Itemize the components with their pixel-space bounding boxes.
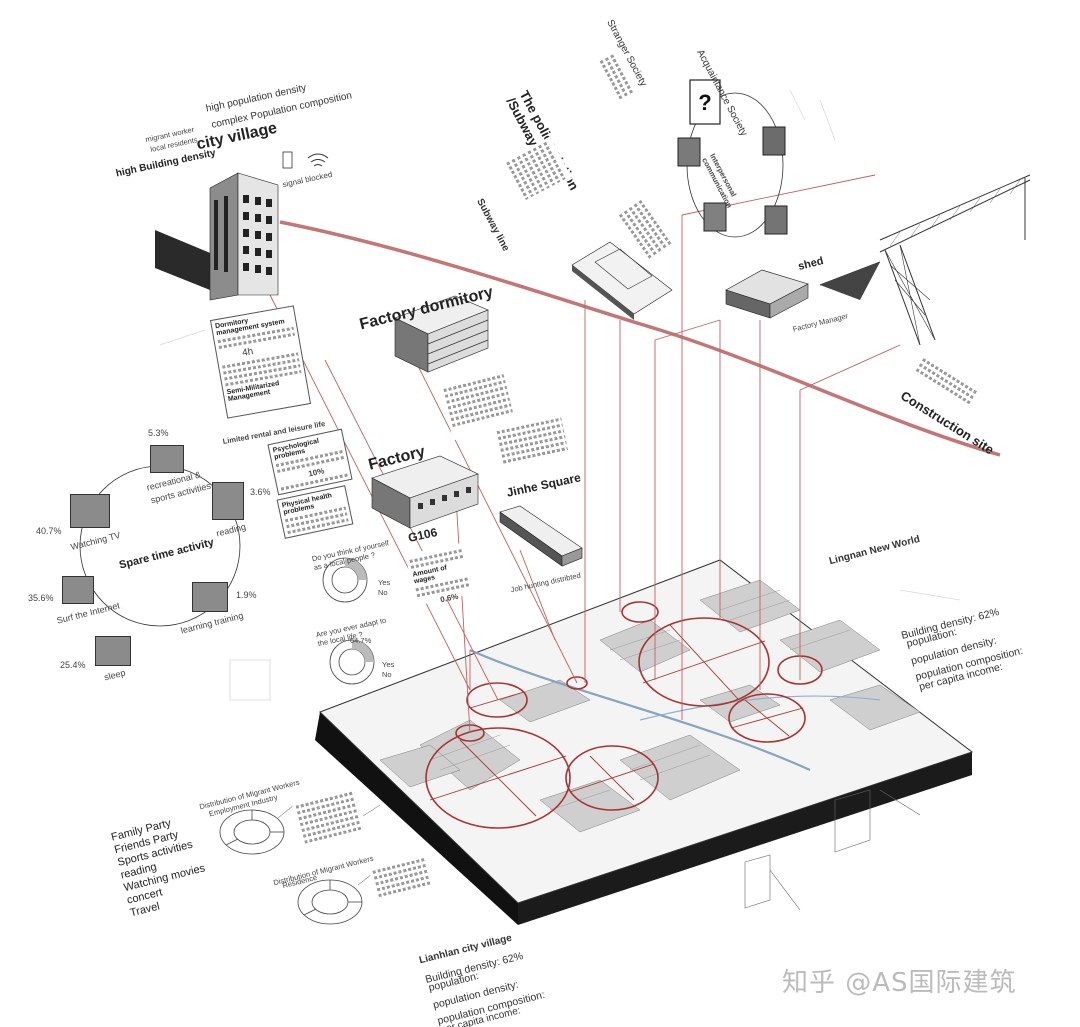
portrait-photo-2 bbox=[762, 126, 786, 156]
spare-pct-sleep: 25.4% bbox=[60, 660, 86, 670]
activity-photo-internet bbox=[62, 576, 94, 604]
dormitory-management-box: Dormitory management system 4h Semi-Mili… bbox=[209, 305, 312, 419]
portrait-photo-4 bbox=[764, 205, 788, 235]
jinhe-square-building bbox=[499, 505, 583, 567]
spare-pct-internet: 35.6% bbox=[28, 593, 54, 603]
building-blocks bbox=[379, 579, 921, 833]
road-main bbox=[469, 648, 811, 772]
watermark: 知乎 @AS国际建筑 bbox=[782, 968, 1017, 998]
factory-building bbox=[371, 455, 479, 529]
spare-pct-sports: 5.3% bbox=[148, 428, 169, 438]
question-mark-icon: ? bbox=[698, 90, 711, 115]
terrain-top bbox=[319, 559, 974, 904]
tower-crane bbox=[819, 174, 1031, 346]
activity-photo-reading bbox=[212, 482, 244, 520]
spare-pct-learning: 1.9% bbox=[236, 590, 257, 600]
activity-photo-sports bbox=[150, 445, 184, 473]
portrait-photo-1 bbox=[677, 137, 701, 167]
spare-pct-reading: 3.6% bbox=[250, 487, 271, 497]
side-frames bbox=[744, 789, 921, 911]
survey2-percent: 64.7% bbox=[350, 636, 372, 645]
spare-pct-tv: 40.7% bbox=[36, 526, 62, 536]
police-station-building bbox=[571, 241, 673, 320]
activity-photo-tv bbox=[70, 494, 110, 528]
river bbox=[639, 695, 881, 721]
survey-donut-1 bbox=[322, 557, 368, 603]
activity-photo-learning bbox=[192, 582, 228, 612]
shed-building bbox=[725, 269, 809, 319]
guide-frames bbox=[159, 89, 961, 701]
survey1-no: No bbox=[378, 588, 388, 597]
terrain-model bbox=[315, 559, 974, 925]
unknown-person-card bbox=[689, 79, 721, 125]
subway-line-curve bbox=[279, 220, 1001, 457]
survey-donut-2 bbox=[329, 639, 375, 685]
terrain-side-left bbox=[315, 712, 518, 925]
survey2-no: No bbox=[382, 670, 392, 679]
residence-donut bbox=[297, 879, 363, 925]
factory-dormitory-building bbox=[394, 295, 489, 373]
employment-donut bbox=[219, 809, 285, 855]
focus-circles bbox=[425, 601, 823, 829]
crane-lattice bbox=[889, 179, 1021, 247]
terrain-side-front bbox=[518, 752, 972, 925]
circle-cross-lines bbox=[429, 624, 804, 817]
survey1-yes: Yes bbox=[378, 578, 391, 587]
activity-photo-sleep bbox=[95, 636, 131, 666]
city-village-building bbox=[155, 151, 329, 301]
wage-box: Amount of wages 0.6% bbox=[405, 542, 475, 606]
portrait-photo-3 bbox=[703, 202, 727, 232]
survey2-yes: Yes bbox=[382, 660, 395, 669]
